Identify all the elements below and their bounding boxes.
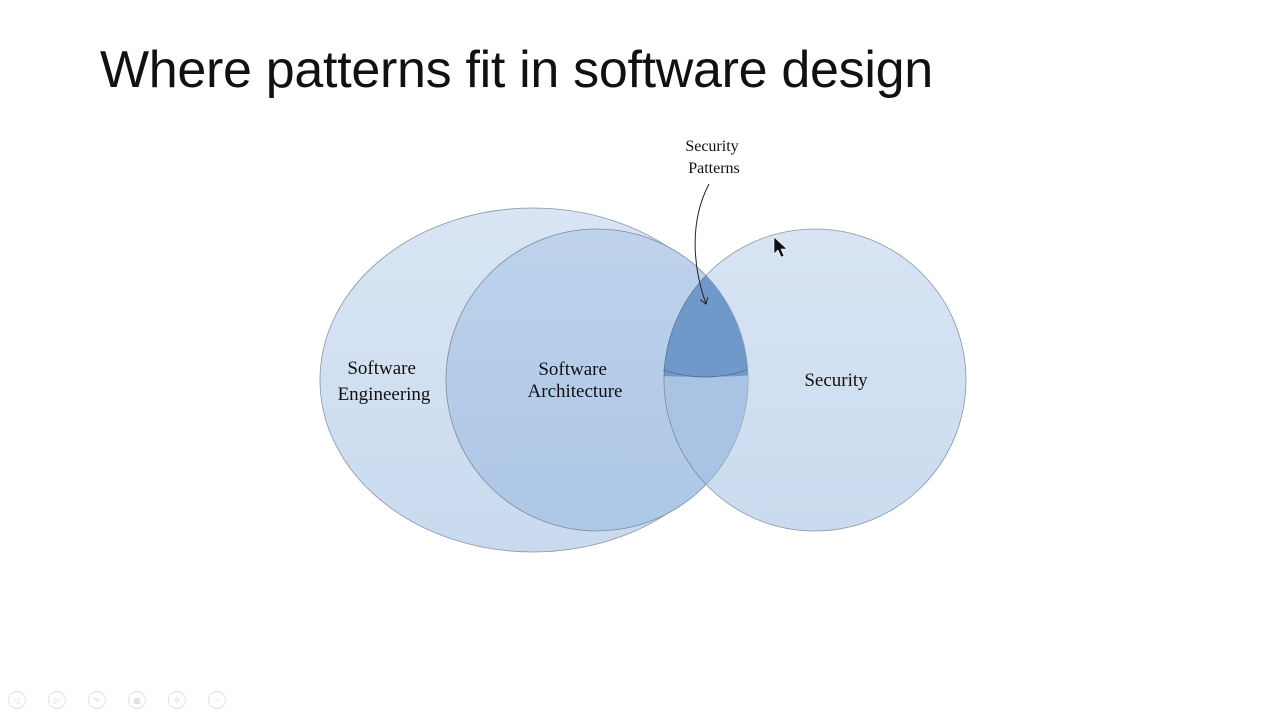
slide-title: Where patterns fit in software design bbox=[100, 41, 933, 99]
zoom-button[interactable]: ⚲ bbox=[168, 691, 186, 709]
security-label: Security bbox=[804, 370, 868, 391]
pen-button[interactable]: ✎ bbox=[88, 691, 106, 709]
security-patterns-callout: Security Patterns bbox=[685, 138, 742, 177]
callout-arrow bbox=[694, 183, 710, 304]
software-architecture-label: Software Architecture bbox=[528, 359, 623, 402]
previous-slide-button[interactable]: ◁ bbox=[8, 691, 26, 709]
mouse-cursor-icon bbox=[773, 236, 788, 258]
next-slide-button[interactable]: ▷ bbox=[48, 691, 66, 709]
more-options-button[interactable]: ⋯ bbox=[208, 691, 226, 709]
software-engineering-label: Software Engineering bbox=[338, 358, 431, 405]
slides-grid-button[interactable]: ▦ bbox=[128, 691, 146, 709]
slideshow-controls: ◁ ▷ ✎ ▦ ⚲ ⋯ bbox=[8, 691, 226, 709]
